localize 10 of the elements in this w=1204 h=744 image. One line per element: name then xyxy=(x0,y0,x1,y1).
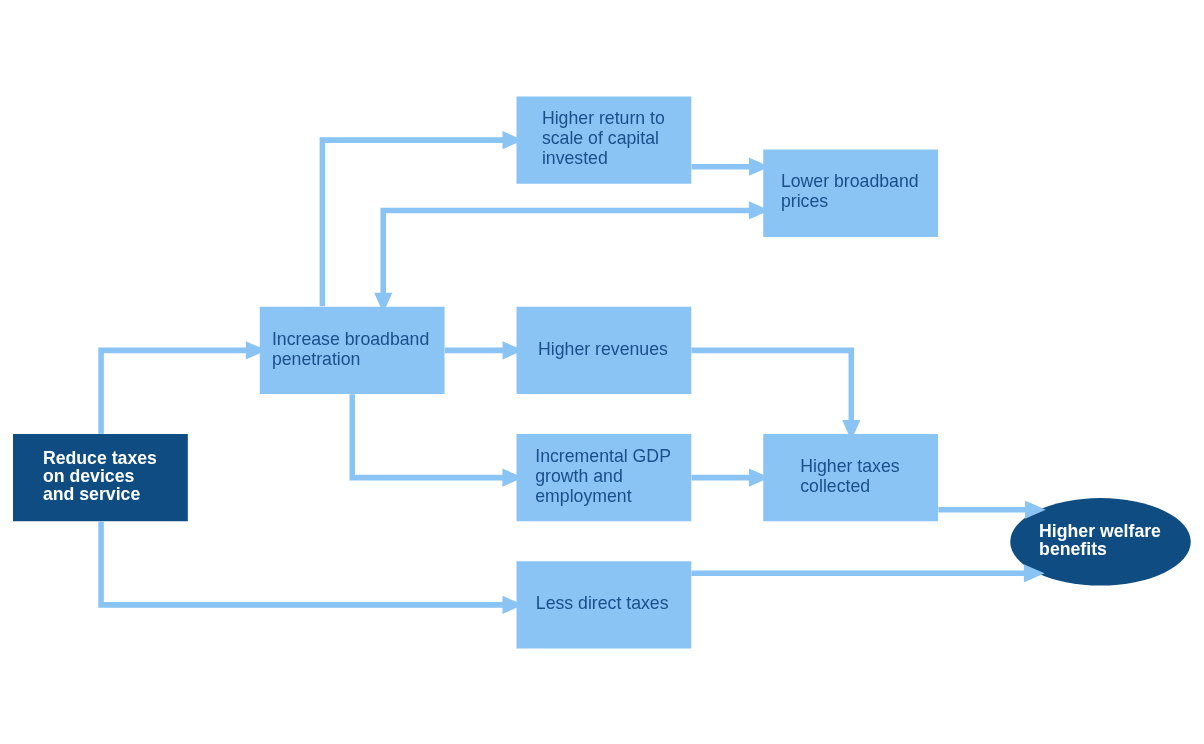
node-box: Reduce taxes on devices and service xyxy=(13,433,188,521)
node-box: Lower broadband prices xyxy=(763,149,939,237)
node-box: Incremental GDP growth and employment xyxy=(516,433,692,521)
node-box: Higher taxes collected xyxy=(763,433,939,521)
arrow xyxy=(938,500,1046,519)
node-box: Higher revenues xyxy=(516,306,692,394)
node-box: Increase broadband penetration xyxy=(259,306,445,394)
node-box: Less direct taxes xyxy=(516,560,692,649)
arrow xyxy=(691,563,1045,582)
node-box: Higher return to scale of capital invested xyxy=(516,95,692,184)
